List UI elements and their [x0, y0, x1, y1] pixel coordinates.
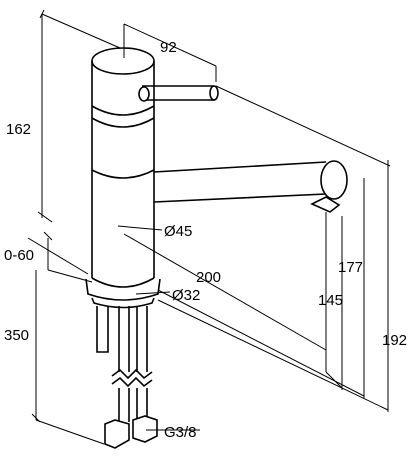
hose-1-lower: [118, 388, 130, 422]
dim-spout-height: 177: [338, 259, 363, 276]
dim-body-diameter: Ø45: [164, 223, 192, 240]
lever-joint: [138, 86, 150, 102]
connection-nut-1: [104, 419, 130, 449]
lever-handle: [142, 85, 214, 101]
dim-hose-length: 350: [4, 327, 29, 344]
faucet-outline: [85, 47, 348, 449]
lever-end: [209, 85, 219, 101]
dim-outlet-height: 145: [318, 292, 343, 309]
dimension-lines: [27, 9, 391, 445]
hose-1-upper: [118, 306, 130, 372]
dim-body-height: 162: [6, 121, 31, 138]
spout-end: [320, 160, 348, 200]
hose-2-upper: [136, 306, 148, 372]
body-bottom: [91, 277, 155, 288]
dim-counter-thickness: 0-60: [4, 247, 34, 264]
break-mark-1: [111, 368, 153, 380]
body-band: [91, 169, 155, 179]
base-ring: [85, 278, 161, 301]
body-cylinder: [91, 61, 155, 278]
dim-top-width: 92: [160, 39, 177, 56]
spout: [153, 161, 327, 203]
aerator: [310, 196, 341, 213]
dim-connection: G3/8: [164, 424, 197, 441]
base-nut: [91, 297, 155, 309]
connection-nut-2: [132, 415, 158, 443]
dim-base-diameter: Ø32: [172, 287, 200, 304]
dim-reach: 200: [196, 269, 221, 286]
mounting-stud: [96, 306, 109, 353]
dimension-labels: 92 162 Ø45 200 Ø32 0-60 350 145 177 192 …: [4, 39, 407, 441]
dim-total-height: 192: [382, 332, 407, 349]
break-mark-2: [111, 376, 153, 388]
cap-band-1: [91, 105, 155, 116]
cap-band-2: [91, 117, 155, 128]
body-top-cap: [91, 47, 155, 75]
